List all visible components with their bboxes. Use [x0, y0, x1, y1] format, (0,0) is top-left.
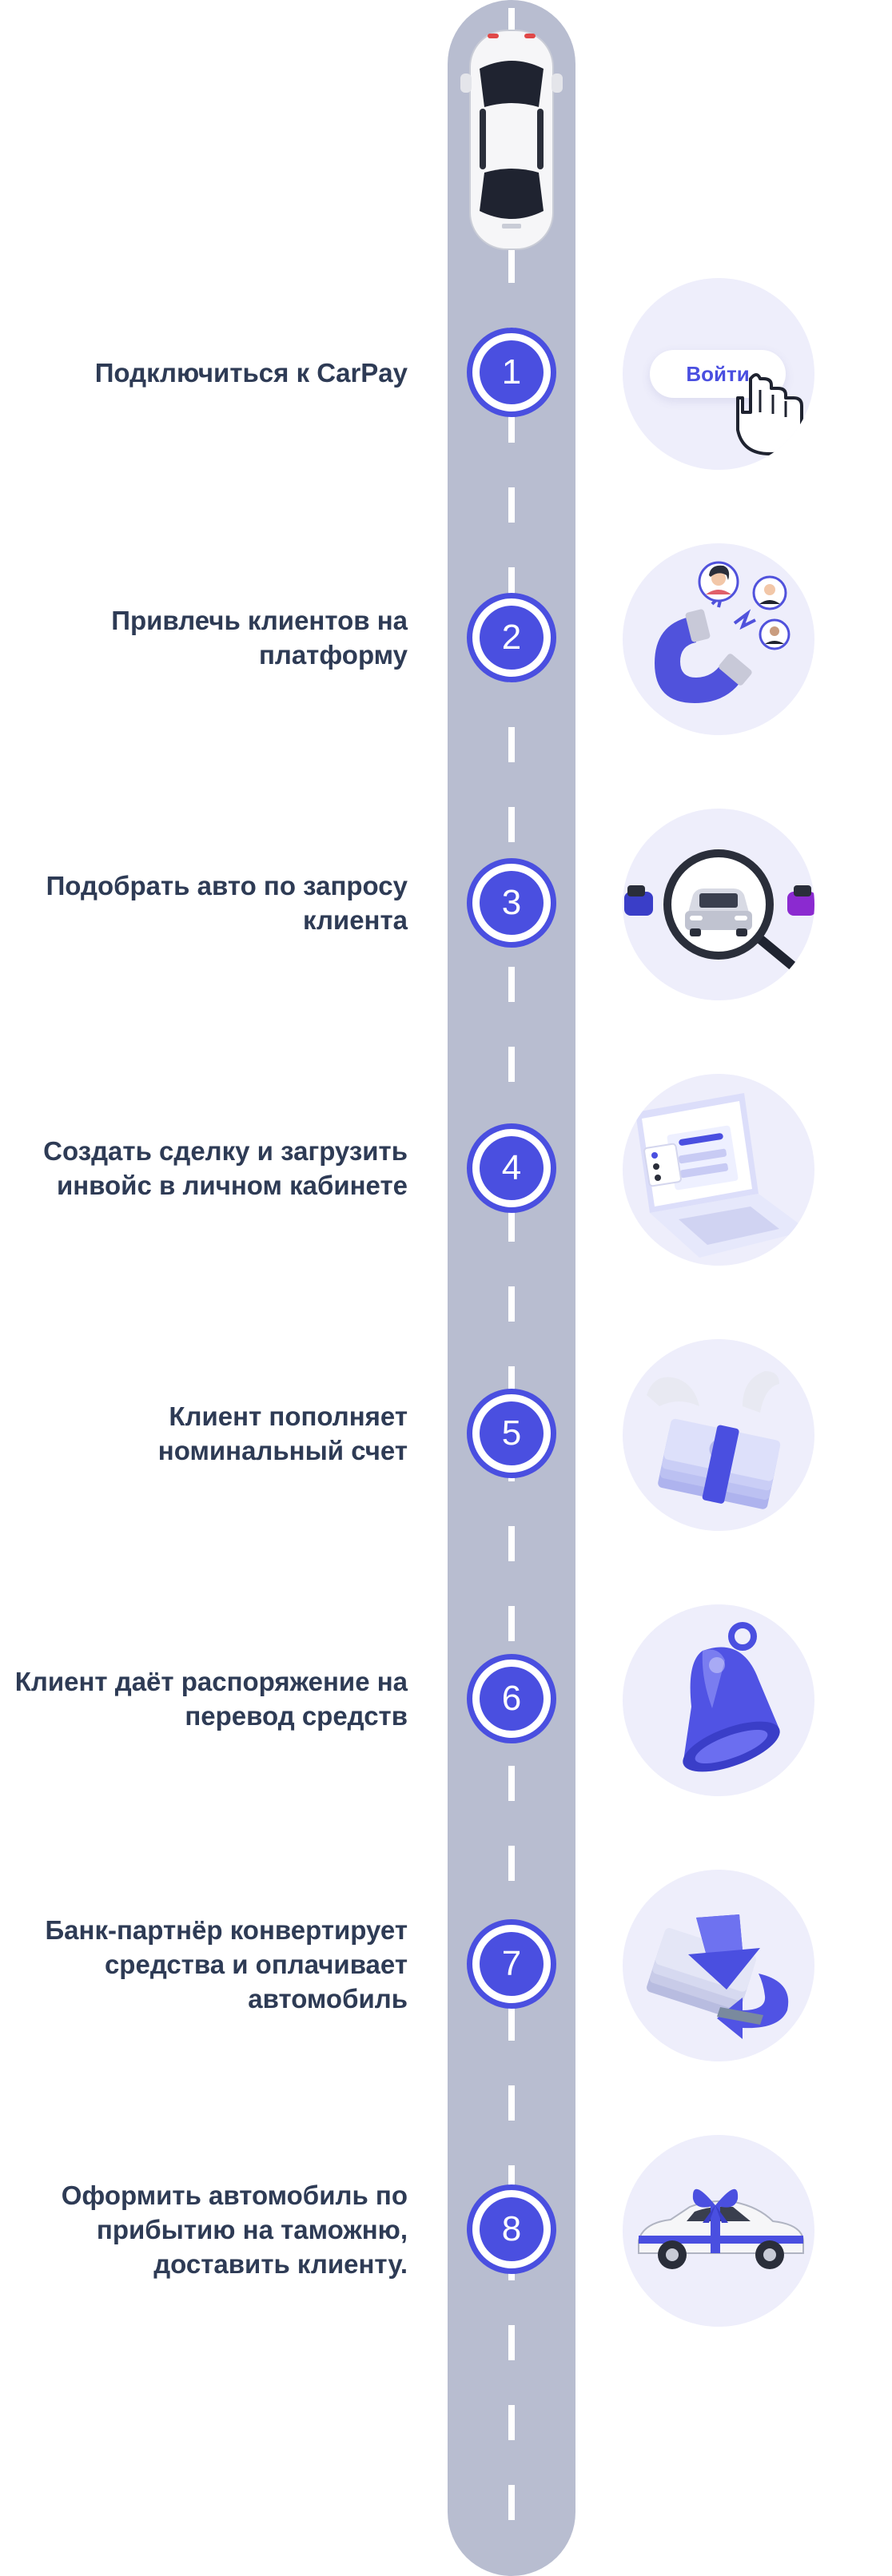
bell-illustration	[623, 1604, 814, 1796]
step-3: Подобрать авто по запросу клиента 3	[0, 823, 892, 1031]
magnet-illustration	[623, 543, 814, 735]
laptop-dashboard-icon	[623, 1074, 814, 1266]
step-5: Клиент пополняет номинальный счет 5	[0, 1354, 892, 1561]
money-transfer-arrow-icon	[623, 1870, 814, 2061]
hand-cursor-icon	[623, 278, 814, 470]
step-7: Банк-партнёр конвертирует средства и опл…	[0, 1884, 892, 2092]
step-8: Оформить автомобиль по прибытию на тамож…	[0, 2149, 892, 2357]
flying-money-stack-icon	[623, 1339, 814, 1531]
step-label: Привлечь клиентов на платформу	[0, 558, 408, 718]
car-search-illustration	[623, 809, 814, 1000]
step-label: Создать сделку и загрузить инвойс в личн…	[0, 1088, 408, 1248]
step-label: Клиент пополняет номинальный счет	[0, 1354, 408, 1513]
step-6: Клиент даёт распоряжение на перевод сред…	[0, 1619, 892, 1827]
step-number-badge: 2	[467, 593, 556, 682]
step-number-badge: 3	[467, 858, 556, 948]
money-illustration	[623, 1339, 814, 1531]
step-number-badge: 4	[467, 1123, 556, 1213]
step-number: 3	[480, 871, 544, 935]
step-number: 7	[480, 1932, 544, 1996]
step-1: Подключиться к CarPay 1 Войти	[0, 292, 892, 500]
login-illustration: Войти	[623, 278, 814, 470]
bell-notification-icon	[623, 1604, 814, 1796]
step-label: Подключиться к CarPay	[0, 292, 408, 452]
step-4: Создать сделку и загрузить инвойс в личн…	[0, 1088, 892, 1296]
magnet-attracting-customers-icon	[623, 543, 814, 735]
step-number-badge: 1	[467, 328, 556, 417]
laptop-illustration	[623, 1074, 814, 1266]
magnifier-car-search-icon	[623, 809, 814, 1000]
car-top-view-icon	[456, 24, 567, 256]
car-gift-illustration	[623, 2135, 814, 2327]
step-number: 8	[480, 2197, 544, 2261]
step-number-badge: 8	[467, 2184, 556, 2274]
step-number: 5	[480, 1401, 544, 1465]
step-number-badge: 7	[467, 1919, 556, 2009]
transfer-illustration	[623, 1870, 814, 2061]
step-label: Подобрать авто по запросу клиента	[0, 823, 408, 983]
step-2: Привлечь клиентов на платформу 2	[0, 558, 892, 765]
step-number: 1	[480, 340, 544, 404]
step-label: Оформить автомобиль по прибытию на тамож…	[0, 2149, 408, 2309]
step-label: Клиент даёт распоряжение на перевод сред…	[0, 1619, 408, 1779]
car-with-gift-bow-icon	[623, 2135, 814, 2327]
step-label: Банк-партнёр конвертирует средства и опл…	[0, 1884, 408, 2044]
step-number-badge: 5	[467, 1389, 556, 1478]
step-number-badge: 6	[467, 1654, 556, 1743]
step-number: 4	[480, 1136, 544, 1200]
step-number: 6	[480, 1667, 544, 1731]
step-number: 2	[480, 606, 544, 670]
